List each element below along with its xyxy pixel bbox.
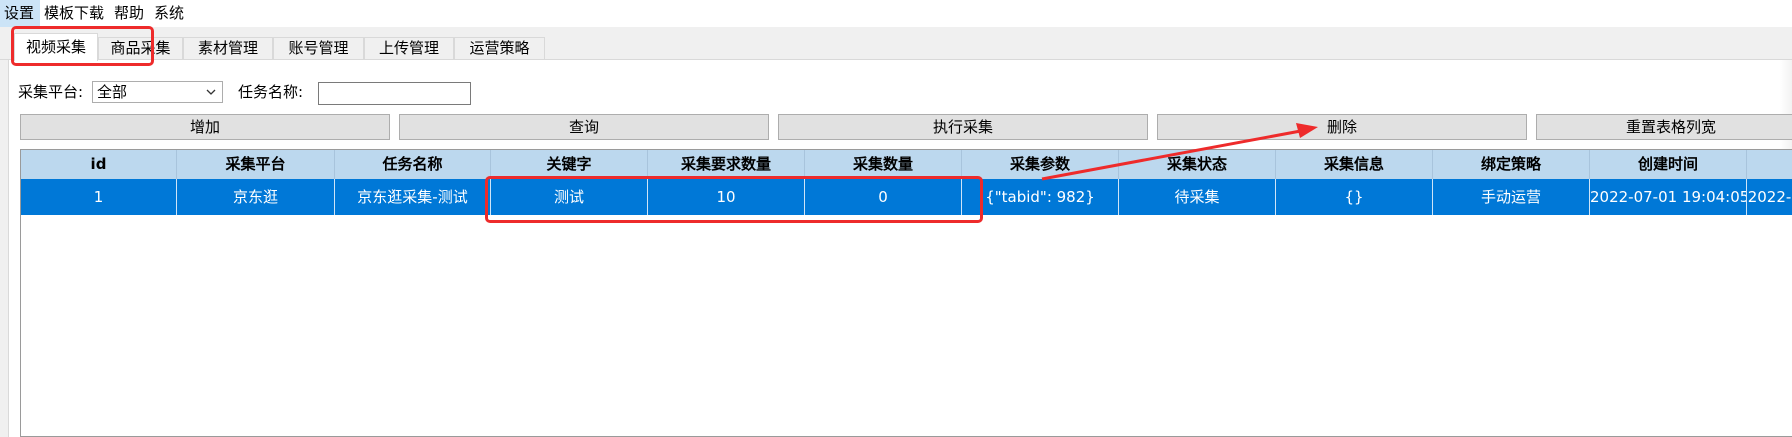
tab-upload-manage[interactable]: 上传管理 (364, 37, 454, 59)
platform-label: 采集平台: (18, 83, 84, 101)
cell-created-time[interactable]: 2022-07-01 19:04:05 (1590, 179, 1747, 215)
column-header-created-time[interactable]: 创建时间 (1590, 150, 1747, 179)
delete-button[interactable]: 删除 (1157, 114, 1527, 140)
execute-collect-button[interactable]: 执行采集 (778, 114, 1148, 140)
menu-system[interactable]: 系统 (154, 4, 185, 22)
tab-operation-strategy[interactable]: 运营策略 (454, 37, 545, 59)
cell-id[interactable]: 1 (21, 179, 177, 215)
cell-platform[interactable]: 京东逛 (177, 179, 335, 215)
platform-select-value: 全部 (97, 83, 128, 101)
column-header-info[interactable]: 采集信息 (1276, 150, 1433, 179)
tab-strip: 视频采集 商品采集 素材管理 账号管理 上传管理 运营策略 (0, 27, 1792, 61)
platform-select[interactable]: 全部 (92, 81, 223, 103)
cell-keyword[interactable]: 测试 (491, 179, 648, 215)
add-button[interactable]: 增加 (20, 114, 390, 140)
query-button[interactable]: 查询 (399, 114, 769, 140)
cell-status[interactable]: 待采集 (1119, 179, 1276, 215)
task-name-label: 任务名称: (238, 83, 304, 101)
column-header-required-count[interactable]: 采集要求数量 (648, 150, 805, 179)
cell-info[interactable]: {} (1276, 179, 1433, 215)
cell-params[interactable]: {"tabid": 982} (962, 179, 1119, 215)
cell-required-count[interactable]: 10 (648, 179, 805, 215)
cell-task-name[interactable]: 京东逛采集-测试 (335, 179, 491, 215)
column-header-platform[interactable]: 采集平台 (177, 150, 335, 179)
column-header-task-name[interactable]: 任务名称 (335, 150, 491, 179)
column-header-status[interactable]: 采集状态 (1119, 150, 1276, 179)
cell-collected-count[interactable]: 0 (805, 179, 962, 215)
chevron-down-icon (206, 89, 216, 95)
cell-overflow[interactable]: 2022- (1747, 179, 1792, 215)
tab-account-manage[interactable]: 账号管理 (273, 37, 364, 59)
table-row[interactable]: 1 京东逛 京东逛采集-测试 测试 10 0 {"tabid": 982} 待采… (21, 179, 1792, 215)
column-header-collected-count[interactable]: 采集数量 (805, 150, 962, 179)
menu-settings[interactable]: 设置 (0, 0, 41, 27)
table-header: id 采集平台 任务名称 关键字 采集要求数量 采集数量 采集参数 采集状态 采… (21, 150, 1792, 179)
column-header-overflow[interactable] (1747, 150, 1792, 179)
column-header-keyword[interactable]: 关键字 (491, 150, 648, 179)
menu-template-download[interactable]: 模板下载 (44, 4, 105, 22)
cell-strategy[interactable]: 手动运营 (1433, 179, 1590, 215)
tab-material-manage[interactable]: 素材管理 (183, 37, 273, 59)
tab-video-collect[interactable]: 视频采集 (14, 33, 98, 61)
task-table: id 采集平台 任务名称 关键字 采集要求数量 采集数量 采集参数 采集状态 采… (20, 149, 1792, 437)
tab-product-collect[interactable]: 商品采集 (98, 37, 183, 59)
menu-bar: 设置 模板下载 帮助 系统 (0, 0, 1792, 27)
column-header-id[interactable]: id (21, 150, 177, 179)
column-header-params[interactable]: 采集参数 (962, 150, 1119, 179)
task-name-input[interactable] (318, 82, 471, 105)
menu-help[interactable]: 帮助 (114, 4, 145, 22)
reset-column-width-button[interactable]: 重置表格列宽 (1536, 114, 1792, 140)
column-header-strategy[interactable]: 绑定策略 (1433, 150, 1590, 179)
